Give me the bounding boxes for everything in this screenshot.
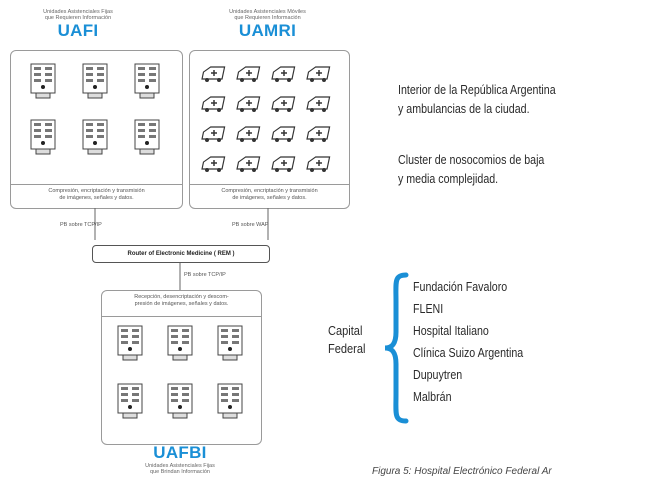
ambulance-icon — [235, 155, 261, 173]
router-box: Router of Electronic Medicine ( REM ) — [92, 245, 270, 263]
hospital-item: Hospital Italiano — [413, 323, 489, 338]
figure-caption: Figura 5: Hospital Electrónico Federal A… — [372, 466, 552, 477]
uafbi-header: Recepción, desencriptación y descom- pre… — [102, 291, 261, 317]
capital-line-2: Federal — [328, 341, 366, 356]
ambulance-icon — [270, 65, 296, 83]
medical-workstation-icon — [166, 325, 194, 361]
medical-workstation-icon — [81, 119, 109, 155]
uafi-footer: Compresión, encriptación y transmisión d… — [11, 184, 182, 207]
medical-workstation-icon — [216, 383, 244, 419]
ambulance-icon — [200, 155, 226, 173]
medical-workstation-icon — [166, 383, 194, 419]
interior-text: Interior de la República Argentina y amb… — [398, 80, 556, 118]
medical-workstation-icon — [133, 63, 161, 99]
uamri-footer: Compresión, encriptación y transmisión d… — [190, 184, 349, 207]
capital-federal-label: Capital Federal — [328, 322, 365, 358]
ambulance-icon — [200, 125, 226, 143]
ambulance-icon — [305, 125, 331, 143]
medical-workstation-icon — [81, 63, 109, 99]
interior-line-1: Interior de la República Argentina — [398, 82, 556, 97]
uafi-connection-label: PB sobre TCP/IP — [60, 222, 102, 228]
uamri-subtitle: Unidades Asistenciales Móviles que Requi… — [229, 9, 306, 21]
medical-workstation-icon — [29, 63, 57, 99]
uafbi-panel: Recepción, desencriptación y descom- pre… — [101, 290, 262, 445]
cluster-line-2: y media complejidad. — [398, 171, 499, 186]
medical-workstation-icon — [116, 325, 144, 361]
ambulance-icon — [305, 155, 331, 173]
interior-line-2: y ambulancias de la ciudad. — [398, 101, 530, 116]
ambulance-icon — [200, 65, 226, 83]
cluster-text: Cluster de nosocomios de baja y media co… — [398, 150, 544, 188]
ambulance-icon — [305, 65, 331, 83]
ambulance-icon — [235, 125, 261, 143]
uamri-title: UAMRI — [238, 21, 297, 40]
capital-line-1: Capital — [328, 323, 363, 338]
medical-workstation-icon — [116, 383, 144, 419]
uamri-panel: Compresión, encriptación y transmisión d… — [189, 50, 350, 209]
medical-workstation-icon — [216, 325, 244, 361]
hospital-item: Fundación Favaloro — [413, 279, 508, 294]
ambulance-icon — [200, 95, 226, 113]
hospital-item: Clínica Suizo Argentina — [413, 345, 524, 360]
ambulance-icon — [305, 95, 331, 113]
uafi-title: UAFI — [57, 21, 99, 40]
hospital-list: Fundación Favaloro FLENI Hospital Italia… — [413, 276, 547, 408]
ambulance-icon — [270, 155, 296, 173]
uafbi-title: UAFBI — [153, 443, 207, 462]
uafi-panel: Compresión, encriptación y transmisión d… — [10, 50, 183, 209]
ambulance-icon — [270, 125, 296, 143]
uafi-subtitle: Unidades Asistenciales Fijas que Requier… — [43, 9, 113, 21]
uafbi-connection-label: PB sobre TCP/IP — [184, 272, 226, 278]
ambulance-icon — [270, 95, 296, 113]
medical-workstation-icon — [133, 119, 161, 155]
hospital-item: FLENI — [413, 301, 444, 316]
uafbi-subtitle: Unidades Asistenciales Fijas que Brindan… — [145, 463, 215, 475]
hospital-item: Malbrán — [413, 389, 452, 404]
ambulance-icon — [235, 65, 261, 83]
curly-brace-icon — [384, 272, 409, 424]
hospital-item: Dupuytren — [413, 367, 463, 382]
ambulance-icon — [235, 95, 261, 113]
uamri-connection-label: PB sobre WAP — [232, 222, 269, 228]
cluster-line-1: Cluster de nosocomios de baja — [398, 152, 545, 167]
medical-workstation-icon — [29, 119, 57, 155]
